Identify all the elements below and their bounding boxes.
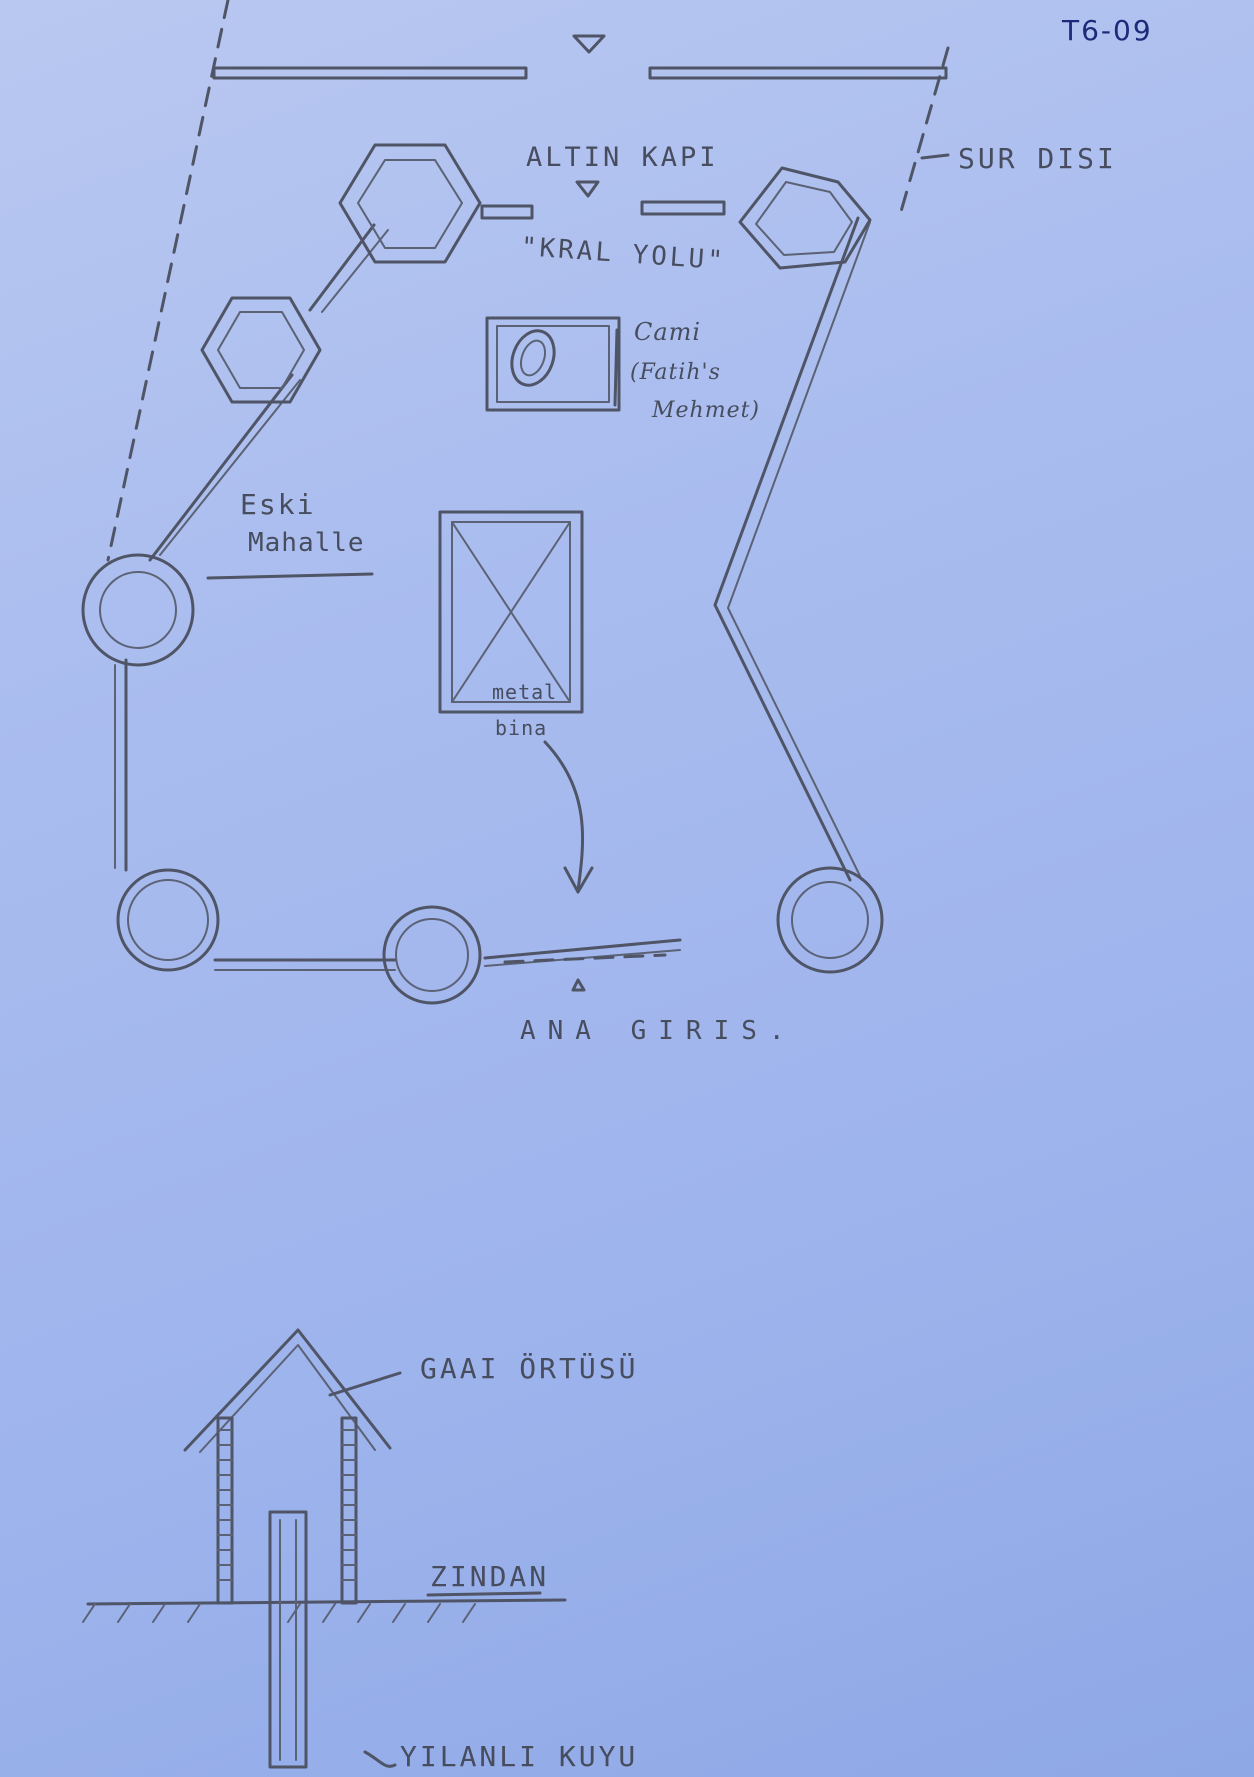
metal-building-label-line2: bina	[495, 716, 548, 740]
section-roof	[183, 1328, 392, 1452]
mosque-label-bracket	[613, 328, 619, 407]
main-entrance-opening	[503, 953, 667, 964]
metal-building-label-line1: metal	[492, 680, 558, 704]
tower-pentagon-right-inner	[755, 181, 853, 256]
mosque-label-line3: Mehmet)	[652, 398, 761, 423]
outer-wall-left	[212, 66, 528, 80]
dungeon-label: ZINDAN	[430, 1560, 550, 1593]
snake-well-shaft-inner	[279, 1519, 297, 1761]
roof-leader	[328, 1371, 402, 1397]
tower-hexagon-left-inner	[217, 311, 305, 389]
main-entrance-marker	[571, 978, 586, 992]
outside-walls-label: SUR DISI	[958, 142, 1117, 175]
main-entrance-label: ANA GIRIS.	[520, 1016, 797, 1046]
section-wall-hatching	[217, 1429, 357, 1581]
inner-wall-lines-double	[114, 221, 871, 971]
tower-hexagon-top	[338, 143, 482, 264]
old-quarter-underline	[206, 572, 374, 580]
snake-well-leader	[363, 1750, 397, 1768]
mosque-outline	[485, 316, 621, 412]
golden-gate-label: ALTIN KAPI	[526, 142, 719, 173]
mosque-dome-inner	[519, 339, 547, 377]
tower-round-south	[382, 905, 482, 1005]
kings-road-wall-right	[640, 200, 726, 216]
old-quarter-label-line1: Eski	[240, 488, 316, 521]
tower-hexagon-left	[200, 296, 322, 404]
tower-pentagon-right	[738, 166, 872, 270]
tower-round-southeast-inner	[791, 881, 869, 959]
outer-gate-marker	[572, 34, 606, 54]
mosque-inner	[496, 325, 610, 403]
outer-boundary-left	[106, 0, 230, 562]
mosque-label-line1: Cami	[634, 318, 702, 346]
outer-boundary-right	[898, 46, 950, 217]
tower-round-south-inner	[395, 918, 469, 992]
metal-building-outline	[438, 510, 584, 714]
arrow-to-entrance-head	[563, 866, 594, 894]
mosque-dome	[510, 329, 556, 387]
outside-walls-leader	[920, 153, 950, 160]
ground-line	[86, 1598, 567, 1606]
outer-wall-right	[648, 66, 948, 80]
old-quarter-label-line2: Mahalle	[248, 528, 365, 558]
roof-label: GAAI ÖRTÜSÜ	[420, 1352, 639, 1385]
arrow-to-entrance	[543, 740, 584, 892]
page-code: T6-09	[1062, 14, 1153, 47]
dungeon-underline	[426, 1591, 542, 1597]
tower-round-west-inner	[99, 571, 177, 649]
tower-round-southeast	[776, 866, 884, 974]
metal-building-cross-b	[451, 521, 571, 703]
section-roof-inner	[199, 1344, 376, 1453]
ground-hatching	[82, 1603, 476, 1623]
inner-wall-lines	[124, 216, 860, 962]
tower-round-southwest	[116, 868, 220, 972]
kings-road-wall-left	[480, 204, 534, 220]
tower-round-west	[81, 553, 195, 667]
snake-well-label: YILANLI KUYU	[400, 1740, 639, 1773]
golden-gate-marker	[575, 180, 600, 198]
tower-round-southwest-inner	[127, 879, 209, 961]
snake-well-shaft	[268, 1510, 308, 1769]
mosque-label-line2: (Fatih's	[630, 360, 721, 385]
metal-building-inner	[451, 521, 571, 703]
tower-hexagon-top-inner	[357, 159, 463, 249]
